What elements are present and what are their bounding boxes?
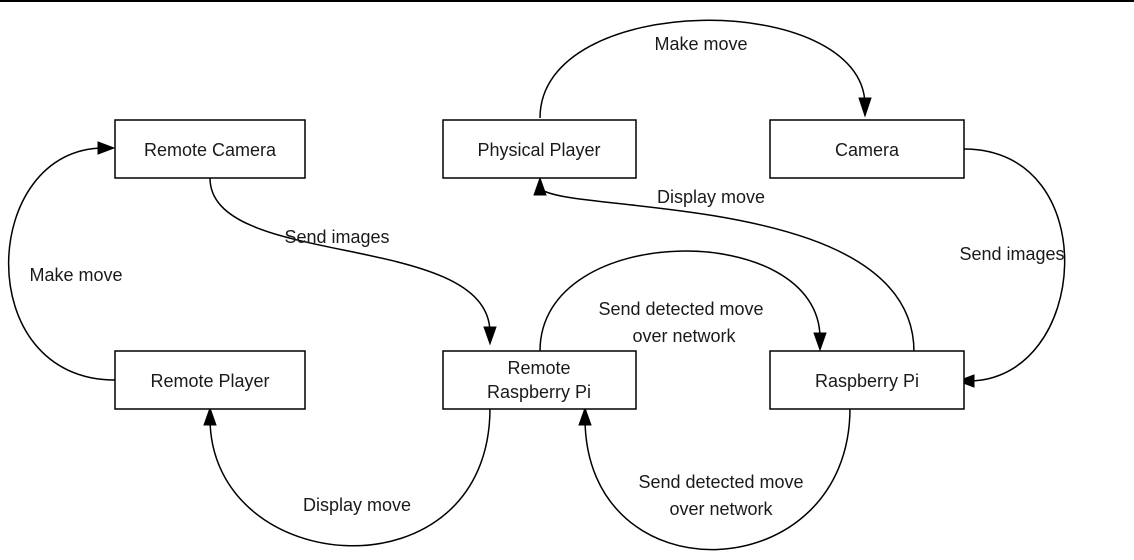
arrowhead-icon: [203, 406, 217, 426]
edge-label: Send detected move: [598, 299, 763, 319]
edge-label: Send images: [959, 244, 1064, 264]
node-remote-player: Remote Player: [114, 350, 306, 410]
node-remote-raspberry-pi: Remote Raspberry Pi: [442, 350, 637, 410]
arrowhead-icon: [578, 406, 592, 426]
edge-path: [584, 407, 851, 551]
arrowhead-icon: [956, 374, 975, 388]
arrowhead-icon: [483, 326, 497, 346]
arrowhead-icon: [533, 176, 547, 196]
edge-label: over network: [669, 499, 773, 519]
arrowhead-icon: [813, 332, 827, 352]
node-physical-player: Physical Player: [442, 119, 637, 179]
node-label: Remote Player: [150, 371, 269, 391]
edge-label: over network: [632, 326, 736, 346]
node-box: [114, 119, 306, 179]
edge-path: [8, 147, 116, 381]
edge-path: [539, 19, 866, 119]
node-label: Remote: [507, 358, 570, 378]
edge-remote-pi-to-raspberry-pi: Send detected move over network: [539, 250, 827, 352]
edge-label: Make move: [29, 265, 122, 285]
node-label: Raspberry Pi: [815, 371, 919, 391]
edge-path: [539, 250, 821, 352]
node-box: [442, 350, 637, 410]
node-label: Physical Player: [477, 140, 600, 160]
node-label: Raspberry Pi: [487, 382, 591, 402]
edge-path: [963, 148, 1066, 382]
node-raspberry-pi: Raspberry Pi: [769, 350, 965, 410]
edge-camera-to-raspberry-pi: Send images: [956, 148, 1066, 388]
node-box: [114, 350, 306, 410]
node-label: Camera: [835, 140, 900, 160]
node-camera: Camera: [769, 119, 965, 179]
edge-remote-pi-to-remote-player: Display move: [203, 406, 491, 547]
node-remote-camera: Remote Camera: [114, 119, 306, 179]
edge-label: Send images: [284, 227, 389, 247]
edge-remote-player-to-remote-camera: Make move: [8, 141, 123, 381]
edge-path: [209, 177, 491, 334]
edge-path: [209, 407, 491, 547]
edge-remote-camera-to-remote-pi: Send images: [209, 177, 497, 346]
node-box: [769, 119, 965, 179]
edge-label: Make move: [654, 34, 747, 54]
edge-physical-to-camera: Make move: [539, 19, 872, 119]
node-label: Remote Camera: [144, 140, 277, 160]
node-box: [769, 350, 965, 410]
edge-label: Send detected move: [638, 472, 803, 492]
edge-raspberry-pi-to-physical-player: Display move: [533, 176, 915, 353]
node-box: [442, 119, 637, 179]
edge-path: [539, 187, 915, 353]
edge-label: Display move: [657, 187, 765, 207]
edge-label: Display move: [303, 495, 411, 515]
arrowhead-icon: [858, 97, 872, 118]
edge-raspberry-pi-to-remote-pi: Send detected move over network: [578, 406, 851, 551]
arrowhead-icon: [97, 141, 116, 155]
